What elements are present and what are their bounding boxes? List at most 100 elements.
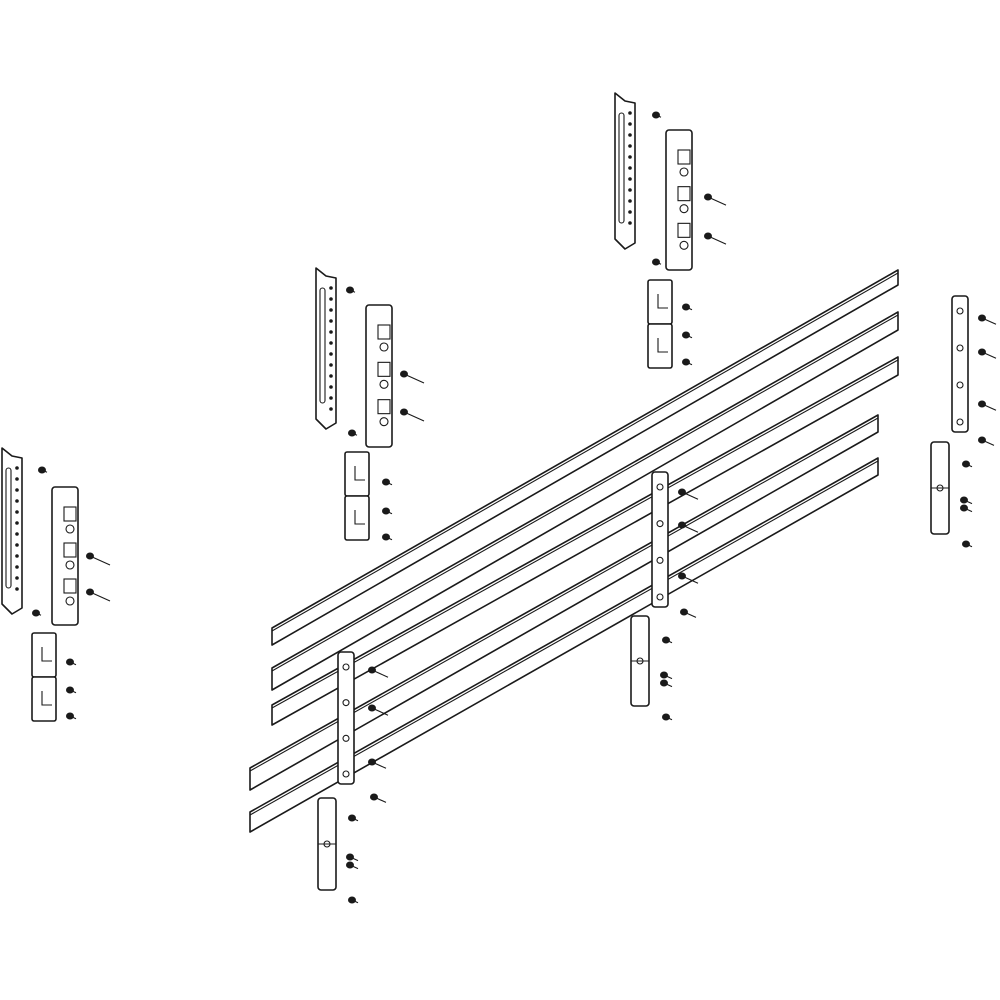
screw-head: [86, 552, 94, 560]
connector-body: [951, 295, 969, 433]
clip-detail: [354, 466, 365, 525]
holder-hole: [379, 379, 389, 389]
connector-hole: [342, 663, 350, 671]
screw: [678, 572, 699, 584]
screw: [682, 358, 693, 366]
holder-clip: [31, 632, 57, 722]
parts-group: [1, 92, 969, 891]
screw-head: [652, 258, 660, 266]
lower-connector-hole: [936, 484, 944, 492]
screw: [346, 286, 356, 294]
screw: [978, 314, 997, 325]
screw-head: [66, 686, 74, 694]
connector-hole: [342, 734, 350, 742]
screw-head: [662, 713, 670, 721]
busbar-edge: [271, 359, 899, 709]
bracket-slot: [5, 467, 12, 589]
screw-head: [86, 588, 94, 596]
clip-detail: [657, 294, 668, 353]
clip-lower: [647, 323, 673, 369]
lower-connector: [630, 615, 650, 707]
screw: [660, 671, 673, 680]
connector-hole: [342, 770, 350, 778]
screw-head: [370, 793, 378, 801]
screw-head: [962, 540, 970, 548]
screw: [682, 303, 693, 311]
screw: [704, 193, 727, 206]
screw: [368, 666, 389, 678]
bracket-hole: [628, 122, 632, 126]
bracket-hole: [15, 565, 19, 569]
connector-hole: [656, 520, 664, 528]
busbar: [271, 311, 899, 691]
screw: [678, 488, 699, 500]
holder-hole: [679, 167, 689, 177]
screw: [662, 636, 673, 644]
screw-head: [348, 896, 356, 904]
screw-head: [348, 814, 356, 822]
screw-head: [704, 193, 712, 201]
holder-slot: [377, 361, 391, 377]
bracket-hole: [329, 374, 333, 378]
screw: [962, 540, 973, 548]
busbar: [271, 356, 899, 726]
screw-head: [368, 666, 376, 674]
holder-slot: [63, 578, 77, 594]
screw-head: [978, 436, 986, 444]
connector-hole: [956, 307, 964, 315]
screw: [660, 679, 673, 688]
screw-head: [368, 758, 376, 766]
holder-slot: [63, 542, 77, 558]
screw: [662, 713, 673, 721]
connector-hole: [956, 381, 964, 389]
holder-hole: [65, 596, 75, 606]
bracket-hole: [329, 352, 333, 356]
screw: [382, 507, 393, 515]
connector-hole: [956, 418, 964, 426]
bracket-hole: [628, 177, 632, 181]
bracket-hole: [628, 133, 632, 137]
screw: [368, 704, 389, 716]
bracket-hole: [15, 532, 19, 536]
screw-head: [400, 370, 408, 378]
screw-head: [38, 466, 46, 474]
screw: [382, 478, 393, 486]
busbar-edge: [271, 272, 899, 632]
screw-head: [660, 679, 668, 687]
screw: [32, 609, 42, 617]
bracket-hole: [329, 396, 333, 400]
holder-hole: [379, 417, 389, 427]
screw-head: [382, 533, 390, 541]
holder-clip: [344, 451, 370, 541]
lower-connector-hole: [323, 840, 331, 848]
screw: [960, 504, 973, 513]
bracket-hole: [15, 554, 19, 558]
bracket-hole: [329, 330, 333, 334]
bracket-hole: [15, 488, 19, 492]
screw-head: [704, 232, 712, 240]
bracket-body: [315, 267, 337, 430]
screw-head: [652, 111, 660, 119]
screw-head: [662, 636, 670, 644]
screw: [348, 896, 359, 904]
screw: [86, 552, 111, 566]
screw: [348, 429, 358, 437]
screw-head: [400, 408, 408, 416]
lower-connector-hole: [636, 657, 644, 665]
screw: [962, 460, 973, 468]
connector-body: [651, 471, 669, 608]
holder-hole: [65, 560, 75, 570]
connector-hole: [342, 699, 350, 707]
screw: [400, 370, 425, 384]
screw-head: [682, 303, 690, 311]
bracket-hole: [628, 210, 632, 214]
screw-head: [660, 671, 668, 679]
screw-head: [348, 429, 356, 437]
holder-slot: [677, 222, 691, 238]
screw: [978, 400, 997, 411]
bracket-hole: [329, 319, 333, 323]
screw-head: [978, 314, 986, 322]
bracket-hole: [15, 477, 19, 481]
screw-head: [962, 460, 970, 468]
